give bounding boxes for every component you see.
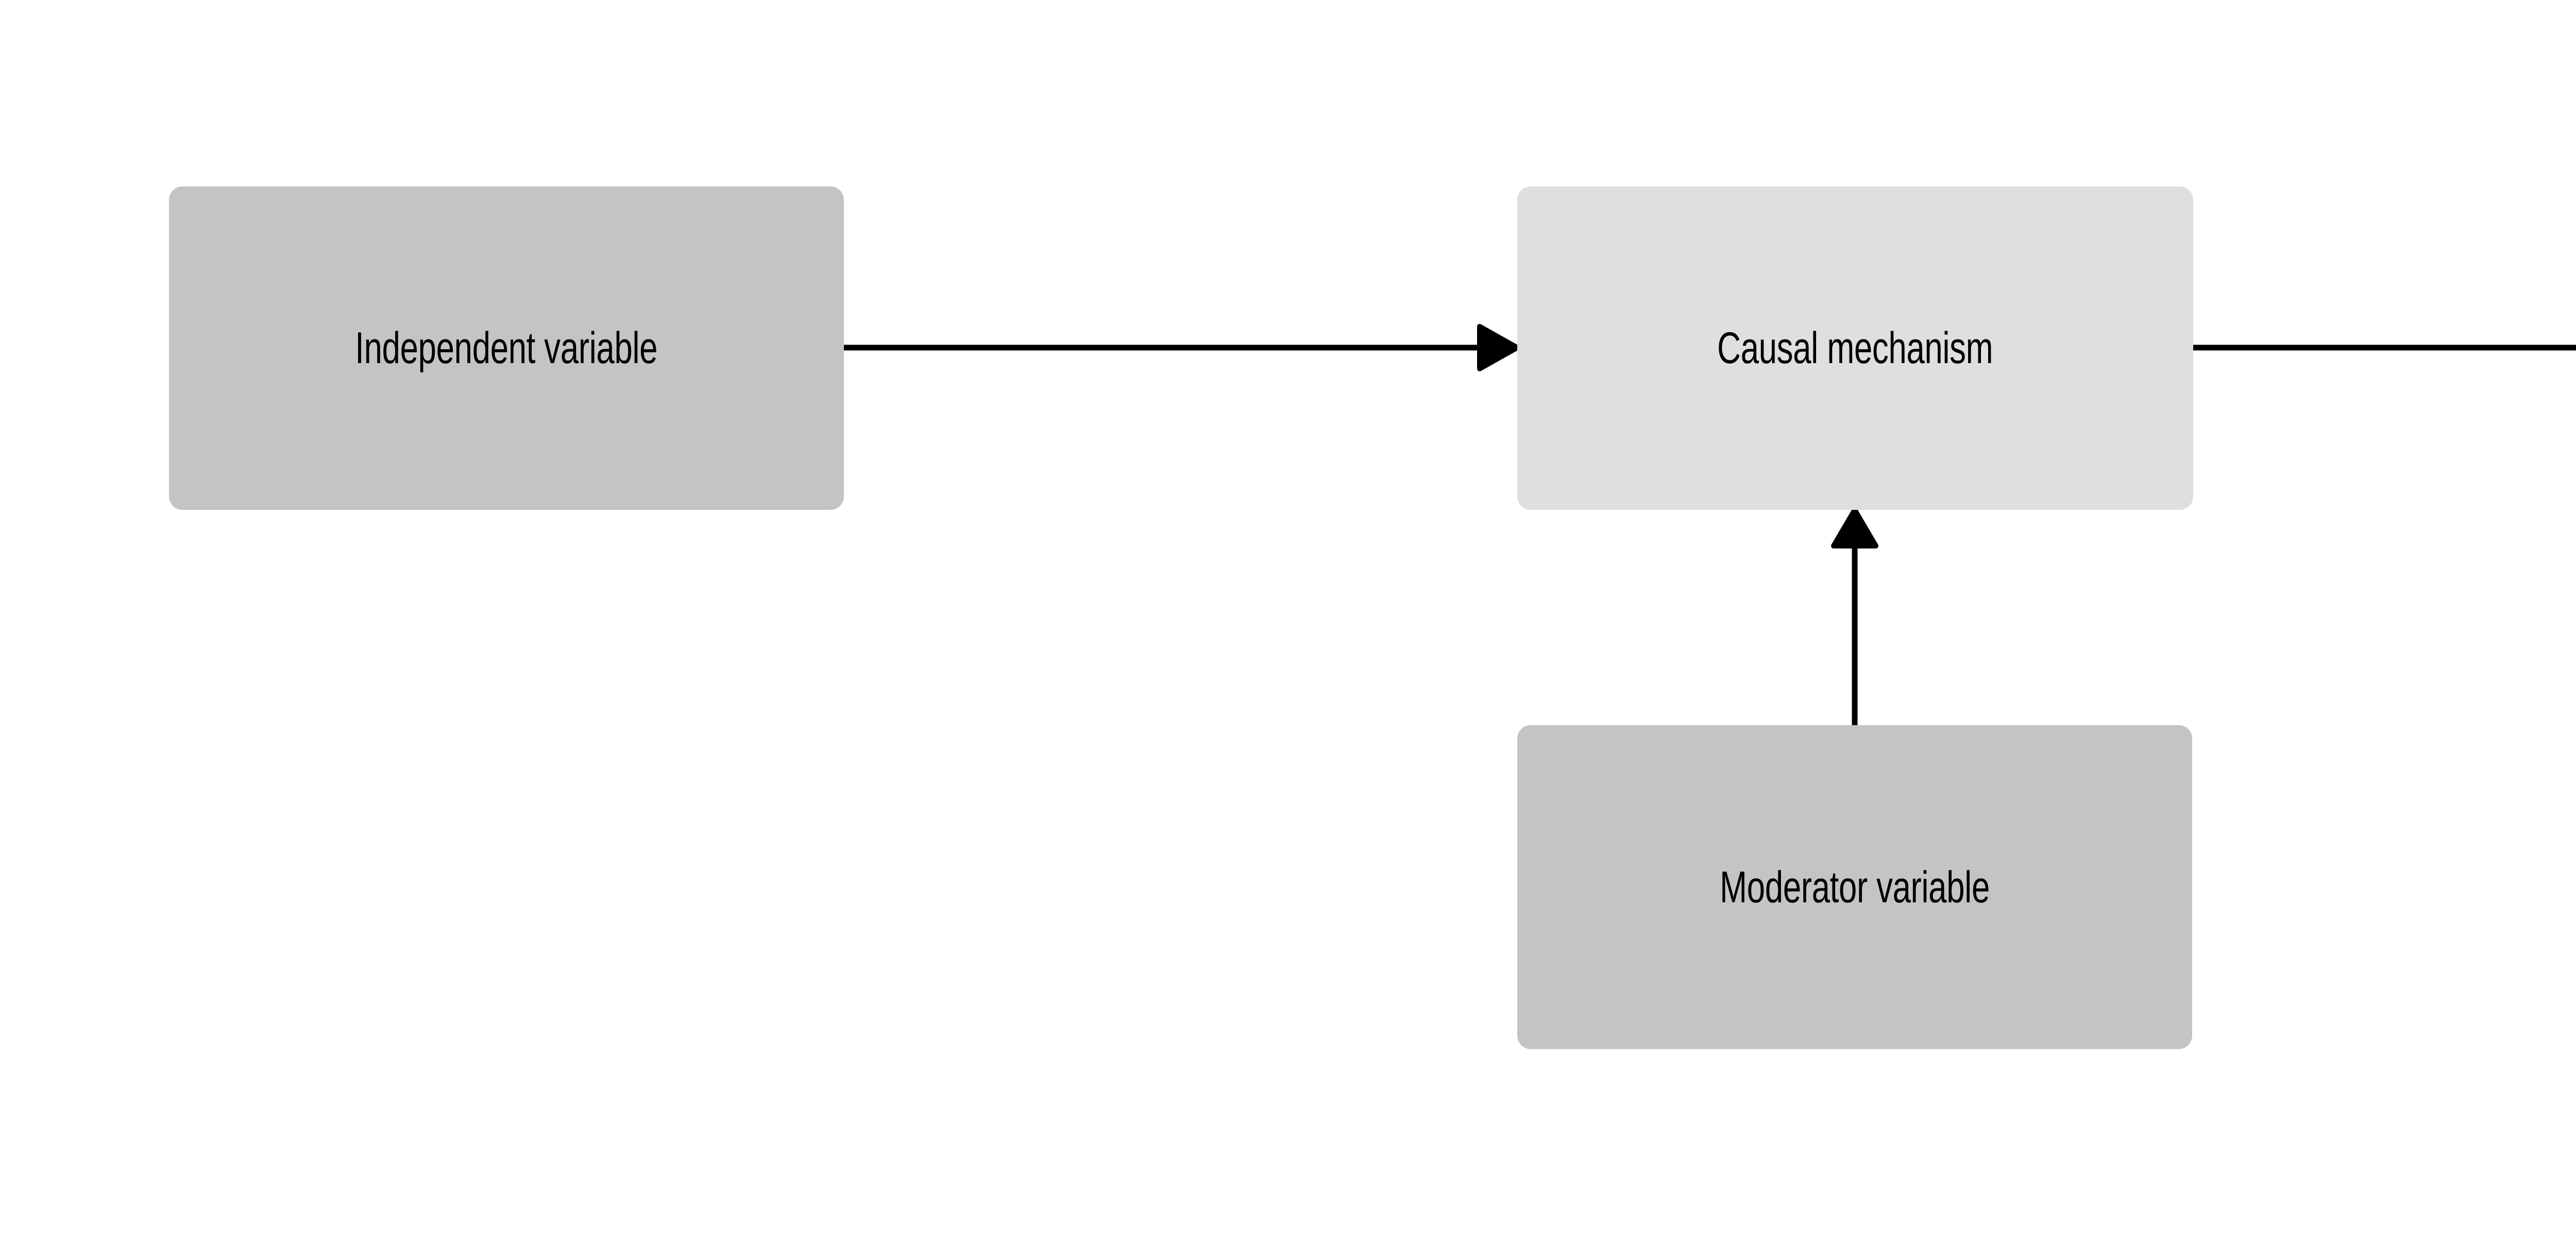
node-independent-variable[interactable]: Independent variable <box>169 186 844 510</box>
node-label-causal-mechanism: Causal mechanism <box>1717 323 1993 373</box>
edge-independent-to-causal <box>844 324 1520 371</box>
node-label-independent-variable: Independent variable <box>355 323 658 373</box>
node-causal-mechanism[interactable]: Causal mechanism <box>1517 186 2193 510</box>
arrowhead-icon <box>1831 507 1878 548</box>
arrowhead-icon <box>1477 324 1520 371</box>
edge-moderator-to-causal <box>1831 507 1878 725</box>
node-moderator-variable[interactable]: Moderator variable <box>1517 725 2192 1049</box>
edge-causal-to-dependent <box>2193 345 2576 351</box>
node-label-moderator-variable: Moderator variable <box>1720 862 1990 912</box>
